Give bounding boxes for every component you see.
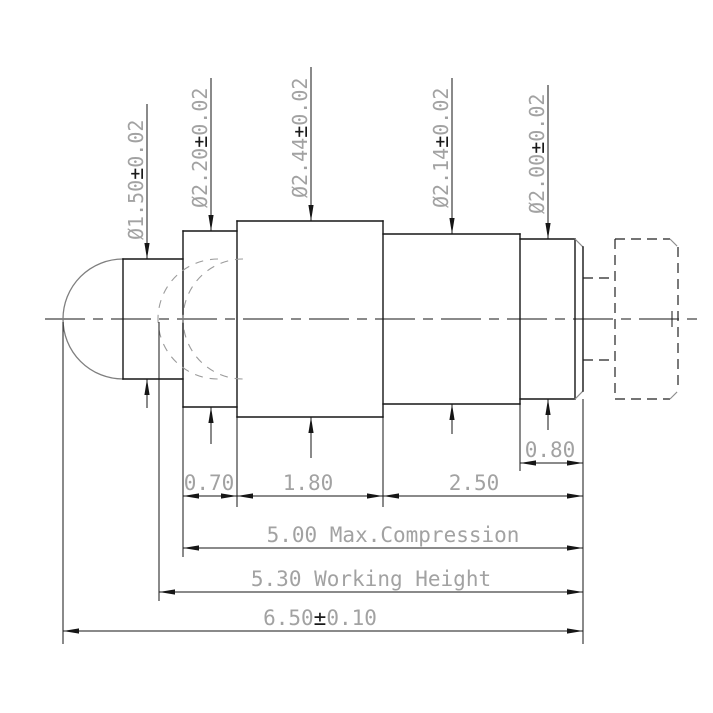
diameter-label-2-00: Ø2.00±0.02 [525, 94, 549, 214]
extension-lines [62, 322, 584, 644]
dimension-text-0-80: 0.80 [525, 438, 576, 462]
diameter-callout-2-14: Ø2.14±0.02 [429, 78, 455, 434]
centerline [45, 311, 700, 327]
phantom-compressed-positions [157, 258, 244, 380]
diameter-callout-2-44: Ø2.44±0.02 [288, 67, 314, 458]
phantom-mating-part [583, 238, 679, 400]
hidden-block-top-chamfer [669, 238, 679, 248]
dimension-2-50: 2.50 [383, 471, 583, 499]
dome-max-compression-position-arc [182, 258, 244, 380]
dimension-working-height: 5.30 Working Height [159, 567, 583, 595]
dome-working-height-position-arc [157, 258, 219, 380]
dimension-text-max-compression: 5.00 Max.Compression [267, 523, 520, 547]
hidden-block-bottom-chamfer [669, 390, 679, 400]
tail-bottom-chamfer [574, 390, 584, 400]
dimension-max-compression: 5.00 Max.Compression [183, 523, 583, 551]
tail-top-chamfer [574, 238, 584, 248]
diameter-callout-2-20: Ø2.20±0.02 [188, 78, 214, 444]
dimension-text-0-70: 0.70 [184, 471, 235, 495]
dimension-1-80: 1.80 [237, 471, 383, 499]
dimension-text-working-height: 5.30 Working Height [251, 567, 491, 591]
dimension-overall-length: 6.50±0.10 [63, 606, 583, 634]
diameter-callout-2-00: Ø2.00±0.02 [525, 85, 551, 430]
dimension-0-70: 0.70 [183, 471, 237, 499]
diameter-label-2-20: Ø2.20±0.02 [188, 88, 212, 208]
diameter-label-2-14: Ø2.14±0.02 [429, 88, 453, 208]
dimension-0-80: 0.80 [520, 438, 583, 466]
diameter-callout-1-50: Ø1.50±0.02 [124, 104, 150, 408]
diameter-label-1-50: Ø1.50±0.02 [124, 120, 148, 240]
dimension-text-1-80: 1.80 [283, 471, 334, 495]
dimension-text-2-50: 2.50 [449, 471, 500, 495]
dimension-text-overall-length: 6.50±0.10 [263, 606, 377, 630]
diameter-label-2-44: Ø2.44±0.02 [288, 78, 312, 198]
plunger-dome-arc [62, 258, 124, 380]
